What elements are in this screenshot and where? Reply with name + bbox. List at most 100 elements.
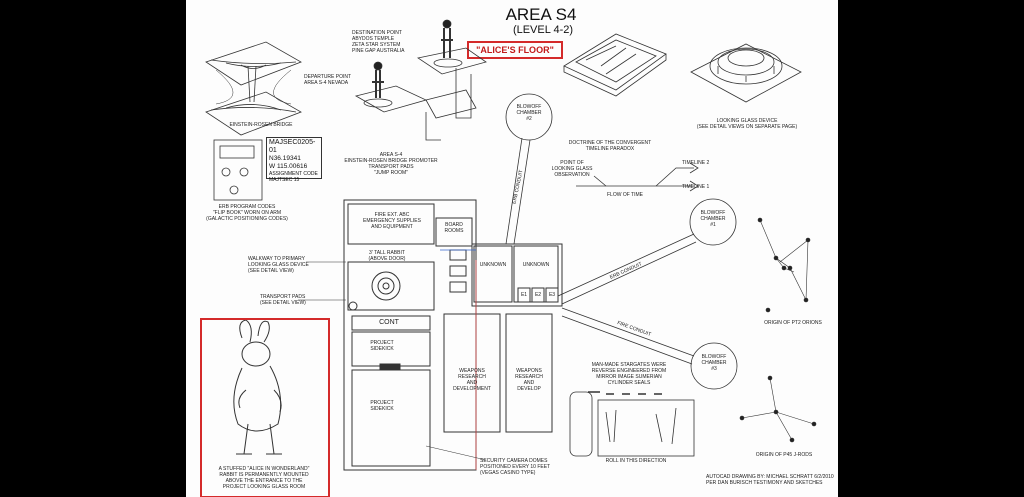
destination-label-3: PINE GAP AUSTRALIA bbox=[352, 48, 405, 54]
e1-label: E1 bbox=[520, 292, 528, 298]
jump-room-label-2: TRANSPORT PADS bbox=[368, 164, 414, 170]
blowoff1-label-1: CHAMBER bbox=[700, 216, 726, 222]
orion-constellation bbox=[757, 217, 811, 313]
blowoff2-label-2: #2 bbox=[526, 116, 532, 122]
weapons-r-label-1: RESEARCH bbox=[515, 374, 543, 380]
stargates-label-1: REVERSE ENGINEERED FROM bbox=[591, 368, 667, 374]
page-subtitle: (LEVEL 4-2) bbox=[512, 24, 574, 36]
jump-room-label-1: EINSTEIN-ROSEN BRIDGE PROMOTER bbox=[344, 158, 438, 164]
weapons-r-label-0: WEAPONS bbox=[516, 368, 542, 374]
orion-pt2-label: ORIGIN OF PT2 ORIONS bbox=[764, 320, 822, 326]
jump-room-label-3: "JUMP ROOM" bbox=[373, 170, 408, 176]
blowoff-chamber-3 bbox=[690, 342, 738, 390]
einstein-rosen-label: EINSTEIN-ROSEN BRIDGE bbox=[229, 122, 293, 128]
security-cam-label-0: SECURITY CAMERA DOMES bbox=[480, 458, 548, 464]
diagram-linework bbox=[205, 19, 817, 471]
destination-label-1: ABYDOS TEMPLE bbox=[352, 36, 395, 42]
assignment-code-box: MAJSEC0205-01 N36.19341 W 115.00616 ASSI… bbox=[266, 137, 322, 183]
looking-glass-label-0: LOOKING GLASS DEVICE bbox=[716, 118, 778, 124]
walkway-label-0: WALKWAY TO PRIMARY bbox=[248, 256, 305, 262]
fire-ext-label-1: EMERGENCY SUPPLIES bbox=[363, 218, 421, 224]
sidekick-a-label-1: SIDEKICK bbox=[370, 346, 394, 352]
e3-label: E3 bbox=[548, 292, 556, 298]
tall-rabbit-label-1: (ABOVE DOOR) bbox=[368, 256, 406, 262]
weapons-rd-label-2: AND bbox=[466, 380, 478, 386]
rabbit-caption-0: A STUFFED "ALICE IN WONDERLAND" bbox=[218, 466, 310, 472]
blowoff2-label-1: CHAMBER bbox=[516, 110, 542, 116]
unknown-b-label: UNKNOWN bbox=[522, 262, 550, 268]
j-rods-constellation bbox=[739, 375, 817, 443]
blowoff3-label-2: #3 bbox=[711, 366, 717, 372]
complex-drawing bbox=[563, 33, 667, 97]
timeline2-label: TIMELINE 2 bbox=[682, 160, 710, 166]
sidekick-b-label-1: SIDEKICK bbox=[370, 406, 394, 412]
departure-label-1: AREA S-4 NEVADA bbox=[304, 80, 349, 86]
code-line-5: MAJTSEC 15 bbox=[269, 177, 300, 183]
floor-plan bbox=[343, 199, 563, 471]
stargates-label-3: CYLINDER SEALS bbox=[607, 380, 651, 386]
erb-codes-label-1: "FLIP BOOK" WORN ON ARM bbox=[212, 210, 282, 216]
looking-glass-device-drawing bbox=[690, 43, 802, 103]
code-line-2: N36.19341 bbox=[269, 155, 301, 162]
doctrine-label-0: DOCTRINE OF THE CONVERGENT bbox=[568, 140, 652, 146]
code-line-3: W 115.00616 bbox=[269, 163, 308, 170]
sumerian-seal-drawing bbox=[569, 391, 695, 457]
jump-room-label-0: AREA S-4 bbox=[379, 152, 403, 158]
rabbit-caption-3: PROJECT LOOKING GLASS ROOM bbox=[222, 484, 306, 490]
erb-flipbook-drawing bbox=[213, 139, 263, 201]
board-rooms-label-0: BOARD bbox=[445, 222, 463, 228]
roll-direction-label: ROLL IN THIS DIRECTION bbox=[605, 458, 667, 464]
jump-pads-drawing bbox=[354, 19, 487, 141]
board-rooms-label-1: ROOMS bbox=[444, 228, 464, 234]
erb-conduit-1 bbox=[557, 233, 697, 305]
credit-line-1: PER DAN BURISCH TESTIMONY AND SKETCHES bbox=[706, 480, 823, 486]
security-cam-label-1: POSITIONED EVERY 10 FEET bbox=[480, 464, 551, 470]
security-cam-label-2: (VEGAS CASINO TYPE) bbox=[480, 470, 536, 476]
departure-label-0: DEPARTURE POINT bbox=[304, 74, 352, 80]
erb-codes-label-2: (GALACTIC POSITIONING CODES) bbox=[206, 216, 288, 222]
credit-line-0: AUTOCAD DRAWING BY: MICHAEL SCHRATT 6/2/… bbox=[706, 474, 834, 480]
page-title: AREA S4 bbox=[505, 5, 577, 24]
orion-p45-label: ORIGIN OF P45 J-RODS bbox=[755, 452, 813, 458]
blowoff-chamber-1 bbox=[689, 198, 737, 246]
stargates-label-0: MAN-MADE STARGATES WERE bbox=[591, 362, 667, 368]
blowoff3-label-0: BLOWOFF bbox=[701, 354, 727, 360]
flow-of-time-label: FLOW OF TIME bbox=[606, 192, 644, 198]
transport-pads-label-0: TRANSPORT PADS bbox=[260, 294, 306, 300]
sidekick-b-label-0: PROJECT bbox=[370, 400, 394, 406]
fire-conduit-3 bbox=[561, 307, 695, 365]
code-line-4: ASSIGNMENT CODE bbox=[269, 171, 318, 177]
destination-label-2: ZETA STAR SYSTEM bbox=[352, 42, 401, 48]
transport-pads-label-1: (SEE DETAIL VIEW) bbox=[260, 300, 306, 306]
stargates-label-2: MIRROR IMAGE SUMERIAN bbox=[596, 374, 662, 380]
doctrine-label-1: TIMELINE PARADOX bbox=[585, 146, 635, 152]
timeline1-label: TIMELINE 1 bbox=[682, 184, 710, 190]
point-of-label-0: POINT OF bbox=[560, 160, 584, 166]
blowoff-chamber-2 bbox=[505, 93, 553, 141]
walkway-label-2: (SEE DETAIL VIEW) bbox=[248, 268, 294, 274]
blowoff1-label-0: BLOWOFF bbox=[700, 210, 726, 216]
blowoff1-label-2: #1 bbox=[710, 222, 716, 228]
cont-label: CONT bbox=[379, 319, 399, 326]
timeline-diagram bbox=[576, 162, 699, 192]
blueprint-sheet: AREA S4 (LEVEL 4-2) "ALICE'S FLOOR" bbox=[186, 0, 838, 497]
stuffed-rabbit-drawing bbox=[233, 319, 282, 455]
destination-label-0: DESTINATION POINT bbox=[352, 30, 402, 36]
erb-codes-label-0: ERB PROGRAM CODES bbox=[218, 204, 276, 210]
fire-ext-label-2: AND EQUIPMENT bbox=[371, 224, 413, 230]
erb-conduit-2 bbox=[505, 137, 531, 245]
fire-ext-label-0: FIRE EXT. ABC bbox=[374, 212, 410, 218]
rabbit-caption-1: RABBIT IS PERMANENTLY MOUNTED bbox=[219, 472, 309, 478]
blowoff3-label-1: CHAMBER bbox=[701, 360, 727, 366]
e2-label: E2 bbox=[534, 292, 542, 298]
blowoff2-label-0: BLOWOFF bbox=[516, 104, 542, 110]
point-of-label-1: LOOKING GLASS bbox=[551, 166, 593, 172]
walkway-label-1: LOOKING GLASS DEVICE bbox=[248, 262, 309, 268]
alice-floor-highlight: "ALICE'S FLOOR" bbox=[467, 41, 563, 59]
weapons-rd-label-3: DEVELOPMENT bbox=[453, 386, 491, 392]
rabbit-caption-2: ABOVE THE ENTRANCE TO THE bbox=[225, 478, 303, 484]
point-of-label-2: OBSERVATION bbox=[554, 172, 590, 178]
weapons-rd-label-1: RESEARCH bbox=[458, 374, 486, 380]
weapons-r-label-2: AND bbox=[523, 380, 535, 386]
tall-rabbit-label-0: 3' TALL RABBIT bbox=[369, 250, 405, 256]
